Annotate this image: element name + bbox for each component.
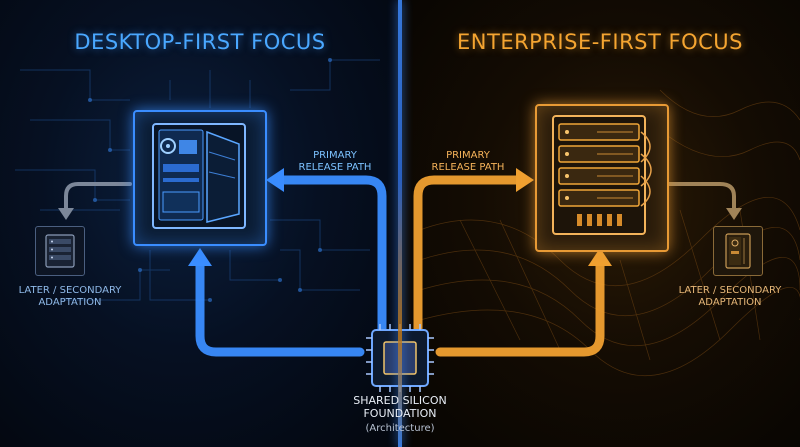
- later-label-left-line2: ADAPTATION: [38, 297, 102, 308]
- server-rack-icon: [552, 115, 652, 235]
- arrows-layer: [64, 175, 736, 357]
- shared-label-line2: FOUNDATION: [363, 407, 437, 420]
- blue-arrowhead-left: [266, 168, 284, 192]
- circuit-nodes: [88, 58, 332, 302]
- shared-label-line1: SHARED SILICON: [353, 394, 447, 407]
- center-divider: [398, 0, 402, 447]
- gray-arrowhead-right-down: [726, 208, 742, 220]
- later-adaptation-label-right: LATER / SECONDARY ADAPTATION: [670, 285, 790, 309]
- primary-release-label-right: PRIMARY RELEASE PATH: [418, 150, 518, 174]
- orange-path-bottom-arrow: [435, 257, 605, 357]
- primary-label-right-line1: PRIMARY: [446, 150, 490, 161]
- orange-arrowhead-up: [588, 248, 612, 266]
- later-label-right-line1: LATER / SECONDARY: [678, 285, 782, 296]
- later-label-left-line1: LATER / SECONDARY: [18, 285, 122, 296]
- primary-label-right-line2: RELEASE PATH: [431, 162, 505, 173]
- later-label-right-line2: ADAPTATION: [698, 297, 762, 308]
- desktop-panel: [133, 110, 267, 246]
- architecture-label: (Architecture): [365, 423, 435, 434]
- orange-arrowhead-right: [516, 168, 534, 192]
- gray-right-arrow: [666, 182, 736, 212]
- small-server-panel: [35, 226, 85, 276]
- primary-label-left-line2: RELEASE PATH: [298, 162, 372, 173]
- later-adaptation-label-left: LATER / SECONDARY ADAPTATION: [10, 285, 130, 309]
- arrowheads: [58, 168, 742, 266]
- blue-arrowhead-up: [188, 248, 212, 266]
- gray-arrowhead-left-down: [58, 208, 74, 220]
- orange-path-top-arrow: [413, 175, 525, 335]
- primary-release-label-left: PRIMARY RELEASE PATH: [285, 150, 385, 174]
- enterprise-first-heading: ENTERPRISE-FIRST FOCUS: [457, 30, 743, 54]
- primary-label-left-line1: PRIMARY: [313, 150, 357, 161]
- small-desktop-panel: [713, 226, 763, 276]
- server-panel: [535, 104, 669, 252]
- small-desktop-icon: [725, 233, 751, 269]
- shared-silicon-label: SHARED SILICON FOUNDATION: [330, 394, 470, 420]
- desktop-tower-icon: [152, 123, 246, 229]
- desktop-first-heading: DESKTOP-FIRST FOCUS: [74, 30, 326, 54]
- small-server-icon: [45, 234, 75, 268]
- gray-left-arrow: [64, 182, 132, 212]
- mesh-lines: [419, 89, 800, 377]
- blue-path-top-arrow: [275, 175, 387, 335]
- blue-path-bottom-arrow: [195, 257, 365, 357]
